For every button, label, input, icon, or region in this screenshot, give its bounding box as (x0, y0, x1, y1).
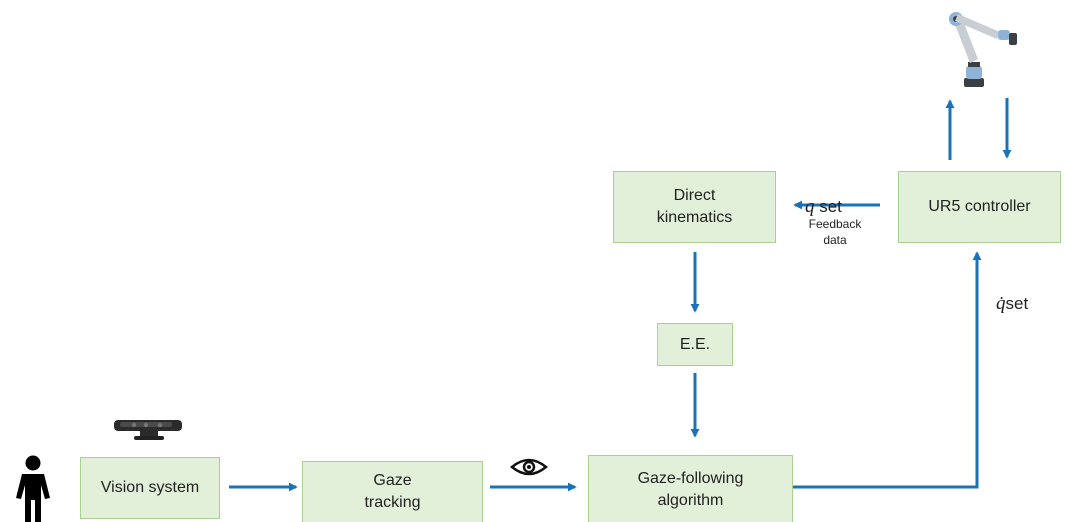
gaze-tracking-block: Gaze tracking (302, 461, 483, 522)
direct-kinematics-block: Direct kinematics (613, 171, 776, 243)
depth-camera-icon (114, 420, 182, 440)
qdot-set-label: q̇set (996, 273, 1028, 315)
vision-system-block: Vision system (80, 457, 220, 519)
eye-icon (510, 458, 548, 476)
ur5-controller-block: UR5 controller (898, 171, 1061, 243)
q-set-suffix: set (814, 197, 842, 216)
arrow-gaze-following-to-ur5 (779, 251, 982, 489)
end-effector-block: E.E. (657, 323, 733, 366)
qdot-set-suffix: set (1005, 294, 1029, 313)
q-symbol: q (805, 196, 815, 217)
feedback-data-label: Feedback data (808, 217, 862, 247)
q-set-label: q set (805, 176, 842, 218)
person-icon (16, 455, 50, 522)
robot-arm-icon (949, 12, 1017, 87)
gaze-following-block: Gaze-following algorithm (588, 455, 793, 522)
qdot-symbol: q̇ (996, 293, 1006, 314)
